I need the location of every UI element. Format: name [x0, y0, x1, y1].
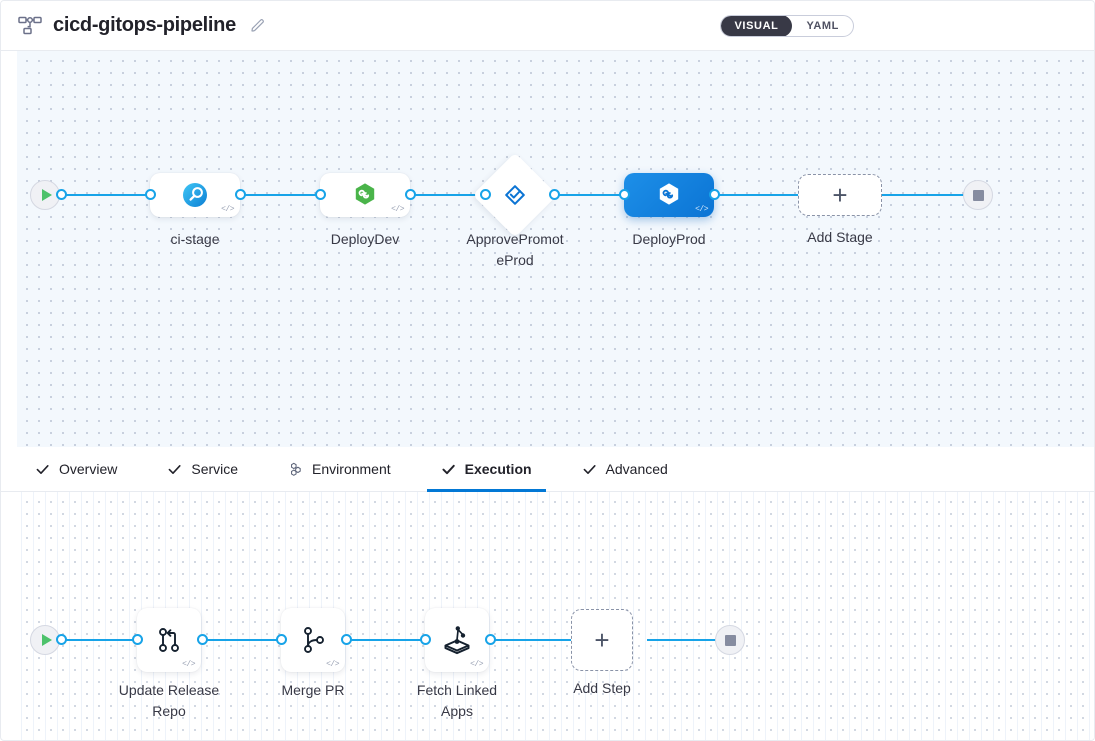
add-stage-button[interactable]: + [798, 174, 882, 216]
stop-icon [973, 190, 984, 201]
code-badge: </> [391, 205, 404, 214]
pipeline-nodes-icon [17, 13, 43, 39]
tab-environment[interactable]: Environment [274, 447, 405, 492]
pipeline-header: cicd-gitops-pipeline VISUAL YAML [1, 1, 1095, 51]
port-fetch-in [420, 634, 431, 645]
stage-edge-deployprod-add [713, 194, 803, 196]
port-merge-in [276, 634, 287, 645]
tab-advanced[interactable]: Advanced [568, 447, 682, 492]
port-ci-out [235, 189, 246, 200]
view-mode-toggle[interactable]: VISUAL YAML [720, 15, 855, 37]
gitops-fetch-apps-icon [439, 623, 475, 657]
port-start-out [56, 189, 67, 200]
tab-service[interactable]: Service [153, 447, 252, 492]
step-label-line1: Fetch Linked [417, 682, 497, 698]
view-mode-visual[interactable]: VISUAL [721, 15, 793, 37]
stage-node-deploydev[interactable]: </> [320, 173, 410, 217]
stage-label-deploydev: DeployDev [300, 229, 430, 250]
tab-advanced-label: Advanced [606, 461, 668, 477]
execution-steps-canvas[interactable]: </> Update Release Repo </> Merge PR [17, 492, 1095, 741]
add-stage-label: Add Stage [780, 227, 900, 248]
step-node-fetch-linked-apps[interactable]: </> [425, 608, 489, 672]
port-ci-in [145, 189, 156, 200]
tab-execution-label: Execution [465, 461, 532, 477]
git-branch-update-icon [152, 623, 186, 657]
port-deploydev-in [315, 189, 326, 200]
harness-cd-hexagon-icon [351, 181, 379, 209]
harness-ci-icon [181, 181, 209, 209]
check-icon [35, 462, 50, 477]
check-icon [441, 462, 456, 477]
port-approve-in [480, 189, 491, 200]
step-label-fetch-linked-apps: Fetch Linked Apps [389, 680, 525, 722]
tab-overview-label: Overview [59, 461, 117, 477]
play-icon [42, 634, 52, 646]
code-badge: </> [695, 205, 708, 214]
view-mode-yaml[interactable]: YAML [792, 15, 853, 37]
add-step-button[interactable]: + [571, 609, 633, 671]
check-icon [582, 462, 597, 477]
tab-overview[interactable]: Overview [21, 447, 131, 492]
pipeline-end-node[interactable] [963, 180, 993, 210]
stage-label-deployprod: DeployProd [604, 229, 734, 250]
pencil-edit-icon[interactable] [250, 18, 266, 34]
stage-node-deployprod[interactable]: </> [624, 173, 714, 217]
step-label-merge-pr: Merge PR [245, 680, 381, 701]
add-step-label: Add Step [542, 678, 662, 699]
plus-icon: + [832, 182, 847, 208]
stage-label-approve-line2: eProd [496, 252, 533, 268]
code-badge: </> [470, 660, 483, 669]
approval-diamond-check-icon [501, 181, 529, 209]
code-badge: </> [221, 205, 234, 214]
stop-icon [725, 635, 736, 646]
port-deployprod-in [619, 189, 630, 200]
step-label-line2: Repo [152, 703, 185, 719]
step-label-line1: Merge PR [281, 682, 344, 698]
tab-environment-label: Environment [312, 461, 391, 477]
step-label-line1: Update Release [119, 682, 219, 698]
port-exec-start-out [56, 634, 67, 645]
code-badge: </> [326, 660, 339, 669]
tab-service-label: Service [191, 461, 238, 477]
step-node-merge-pr[interactable]: </> [281, 608, 345, 672]
check-icon [167, 462, 182, 477]
port-approve-out [549, 189, 560, 200]
stage-label-ci-stage: ci-stage [130, 229, 260, 250]
port-update-in [132, 634, 143, 645]
stage-graph-canvas[interactable]: </> ci-stage </> DeployDev [17, 51, 1095, 447]
port-deploydev-out [405, 189, 416, 200]
hexagon-cluster-icon [288, 462, 303, 477]
step-label-update-release-repo: Update Release Repo [101, 680, 237, 722]
play-icon [42, 189, 52, 201]
harness-cd-hexagon-icon [655, 181, 683, 209]
step-label-line2: Apps [441, 703, 473, 719]
port-update-out [197, 634, 208, 645]
port-merge-out [341, 634, 352, 645]
code-badge: </> [182, 660, 195, 669]
tab-execution[interactable]: Execution [427, 447, 546, 492]
plus-icon: + [594, 627, 609, 653]
stage-node-ci-stage[interactable]: </> [150, 173, 240, 217]
step-node-update-release-repo[interactable]: </> [137, 608, 201, 672]
execution-end-node[interactable] [715, 625, 745, 655]
stage-config-tabs: Overview Service Environment Execution [1, 447, 1095, 492]
step-edge-fetch-add [495, 639, 575, 641]
port-fetch-out [485, 634, 496, 645]
stage-edge-add-end [881, 194, 971, 196]
page-title: cicd-gitops-pipeline [53, 14, 236, 37]
port-deployprod-out [709, 189, 720, 200]
git-merge-icon [296, 623, 330, 657]
